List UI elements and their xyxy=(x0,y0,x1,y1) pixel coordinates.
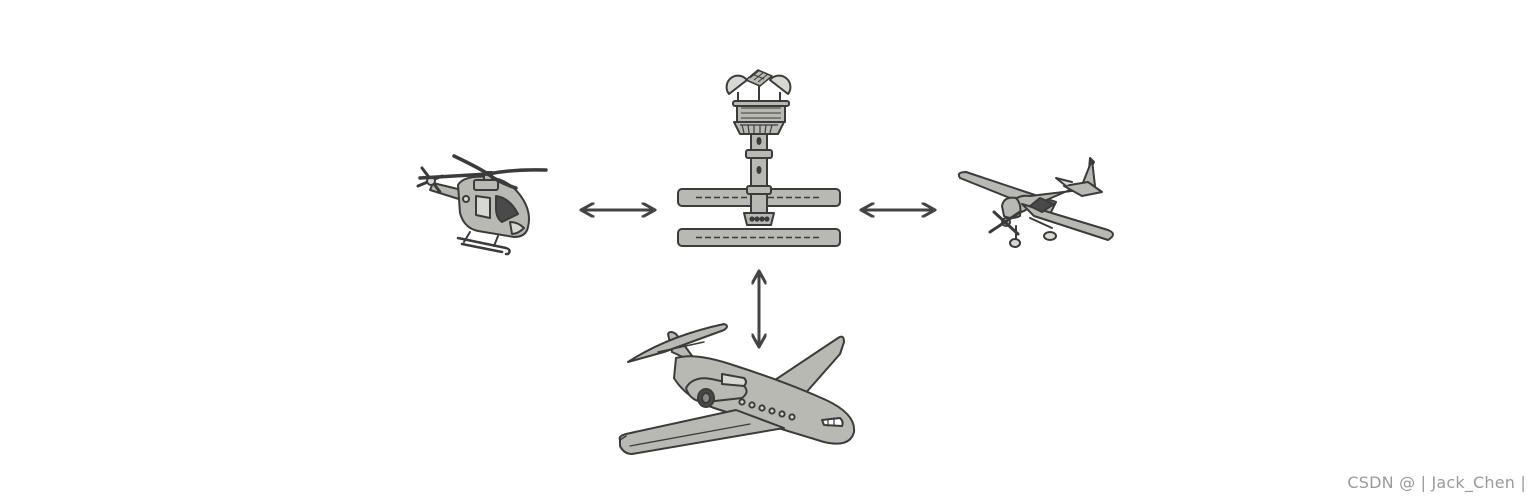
propeller-plane-icon xyxy=(957,157,1114,248)
watermark-text: CSDN @ | Jack_Chen | xyxy=(1347,473,1526,492)
business-jet-icon xyxy=(618,323,856,455)
control-tower-icon xyxy=(677,69,841,247)
helicopter-icon xyxy=(416,154,548,256)
arrows xyxy=(584,210,932,344)
